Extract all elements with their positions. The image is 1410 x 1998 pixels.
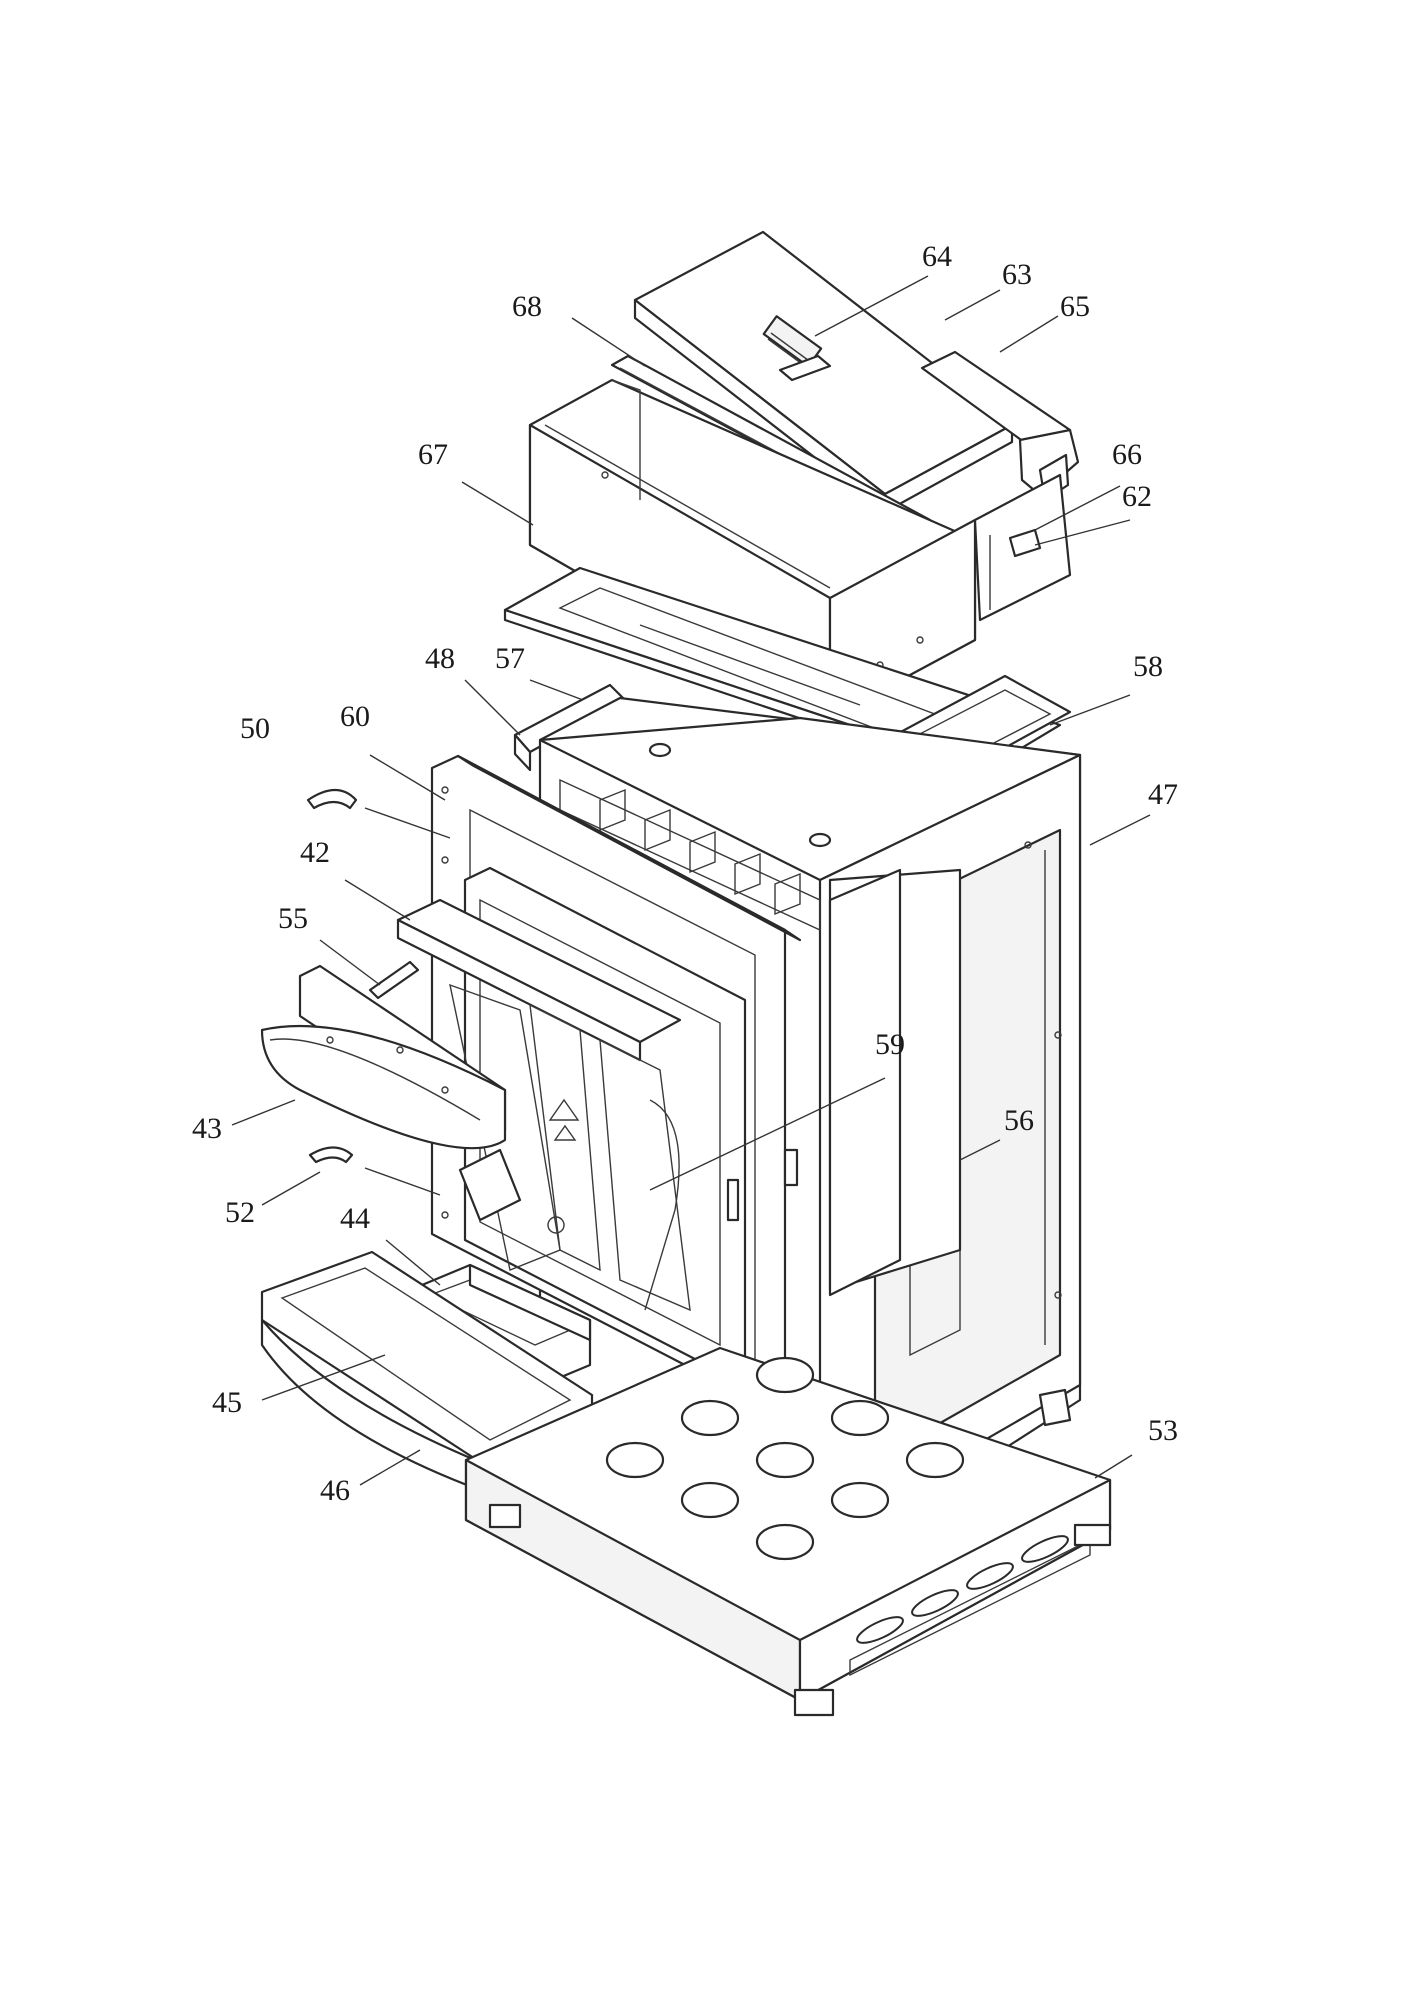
part-label-60: 60 <box>340 700 370 733</box>
part-label-68: 68 <box>512 290 542 323</box>
part-label-43: 43 <box>192 1112 222 1145</box>
clip-part-50 <box>306 788 451 839</box>
part-label-42: 42 <box>300 836 330 869</box>
part-label-62: 62 <box>1122 480 1152 513</box>
part-label-67: 67 <box>418 438 448 471</box>
part-label-44: 44 <box>340 1202 370 1235</box>
part-label-55: 55 <box>278 902 308 935</box>
part-label-58: 58 <box>1133 650 1163 683</box>
door-part-43 <box>260 964 522 1222</box>
clip-part-52 <box>308 1146 441 1196</box>
part-label-66: 66 <box>1112 438 1142 471</box>
part-label-46: 46 <box>320 1474 350 1507</box>
leader-lines <box>231 275 1151 1486</box>
part-label-48: 48 <box>425 642 455 675</box>
handle-part-55 <box>368 960 420 1000</box>
part-label-45: 45 <box>212 1386 242 1419</box>
part-label-57: 57 <box>495 642 525 675</box>
side-bracket-part <box>973 473 1072 622</box>
part-labels: 64 63 65 68 67 66 62 48 57 58 50 60 47 4… <box>192 240 1178 1507</box>
part-label-64: 64 <box>922 240 952 273</box>
part-label-47: 47 <box>1148 778 1178 811</box>
part-label-63: 63 <box>1002 258 1032 291</box>
part-label-53: 53 <box>1148 1414 1178 1447</box>
part-label-52: 52 <box>225 1196 255 1229</box>
front-door-part-42 <box>396 866 799 1374</box>
drawer-part-45 <box>260 1250 594 1492</box>
part-label-50: 50 <box>240 712 270 745</box>
heat-shield-part-56 <box>828 868 962 1297</box>
top-lid-part <box>633 230 1014 514</box>
ash-tray-part-44 <box>408 1263 592 1392</box>
base-part-53 <box>464 1346 1112 1717</box>
part-label-56: 56 <box>1004 1104 1034 1137</box>
part-label-65: 65 <box>1060 290 1090 323</box>
part-label-59: 59 <box>875 1028 905 1061</box>
